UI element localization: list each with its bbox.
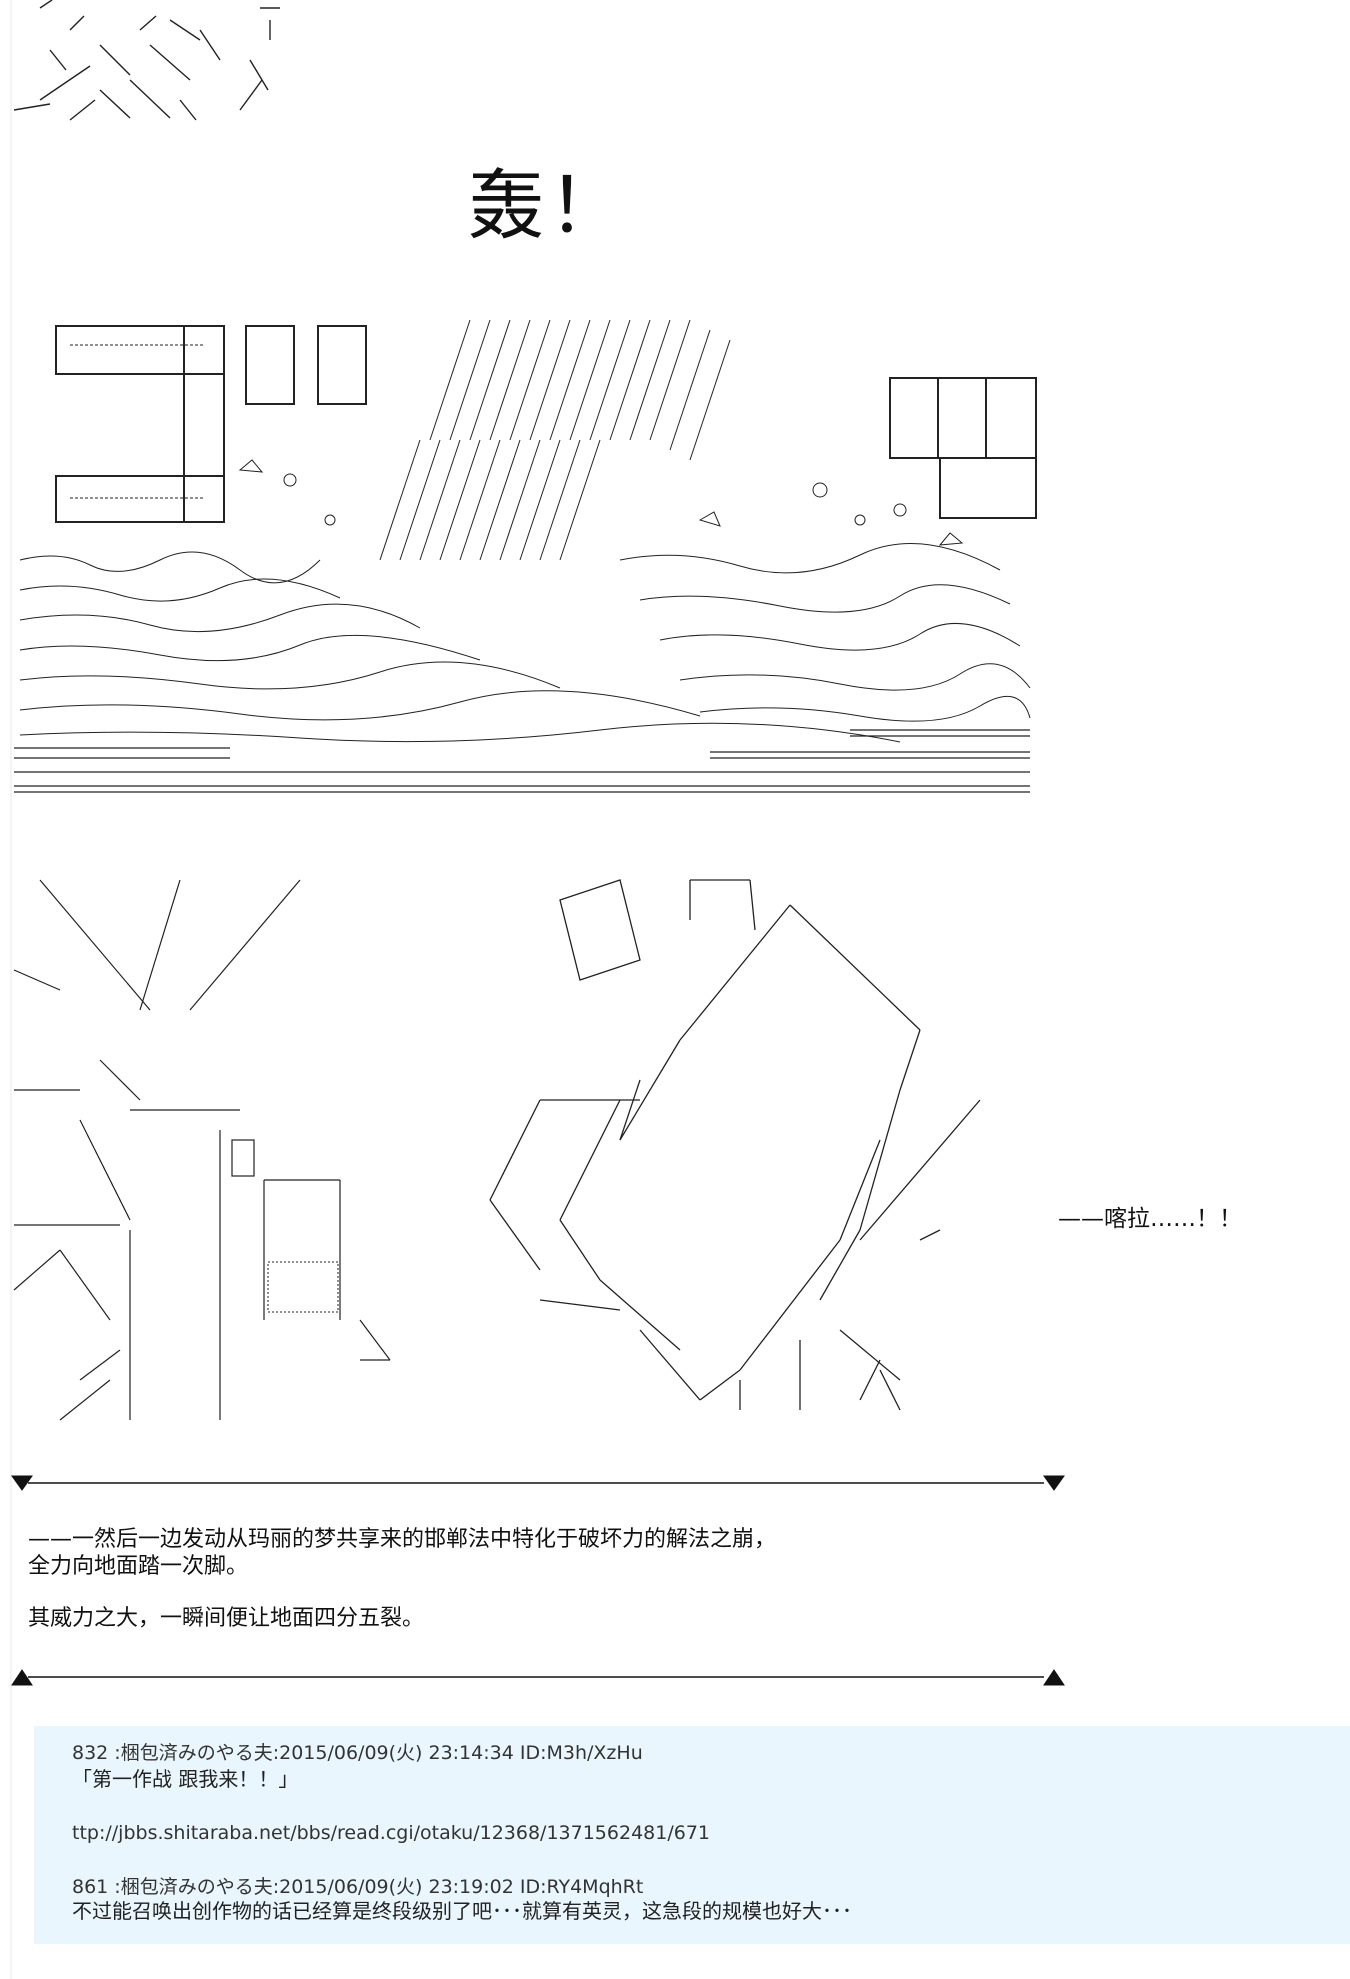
comment-body: 「第一作战 跟我来！！」 bbox=[72, 1767, 299, 1791]
narration-line: 全力向地面踏一次脚。 bbox=[28, 1554, 249, 1579]
sfx-block-letters bbox=[55, 325, 1037, 523]
sfx-crack-text: ——喀拉……！！ bbox=[1058, 1206, 1242, 1232]
narration-box: ——一然后一边发动从玛丽的梦共享来的邯郸法中特化于破坏力的解法之崩， 全力向地面… bbox=[28, 1526, 1028, 1632]
speed-lines bbox=[379, 319, 731, 561]
sfx-boom-text: 轰！ bbox=[468, 161, 628, 250]
rubble-debris bbox=[19, 459, 1031, 743]
narration-frame bbox=[11, 1475, 1065, 1686]
comment-header: 861 :梱包済みのやる夫:2015/06/09(火) 23:19:02 ID:… bbox=[72, 1876, 644, 1898]
narration-line: ——一然后一边发动从玛丽的梦共享来的邯郸法中特化于破坏力的解法之崩， bbox=[28, 1527, 777, 1552]
narration-line: 其威力之大，一瞬间便让地面四分五裂。 bbox=[28, 1606, 425, 1631]
comment-link[interactable]: ttp://jbbs.shitaraba.net/bbs/read.cgi/ot… bbox=[72, 1822, 711, 1844]
stomping-leg bbox=[489, 879, 981, 1411]
comment-header: 832 :梱包済みのやる夫:2015/06/09(火) 23:14:34 ID:… bbox=[72, 1742, 643, 1764]
lower-left-figure bbox=[13, 879, 391, 1421]
ground-lines bbox=[14, 729, 1030, 793]
page-edge-line bbox=[10, 0, 12, 1979]
top-left-art-fragment bbox=[13, 0, 280, 121]
reader-comments-panel: 832 :梱包済みのやる夫:2015/06/09(火) 23:14:34 ID:… bbox=[34, 1726, 1350, 1944]
comment-body: 不过能召唤出创作物的话已经算是终段级别了吧･･･就算有英灵，这急段的规模也好大･… bbox=[72, 1899, 852, 1923]
